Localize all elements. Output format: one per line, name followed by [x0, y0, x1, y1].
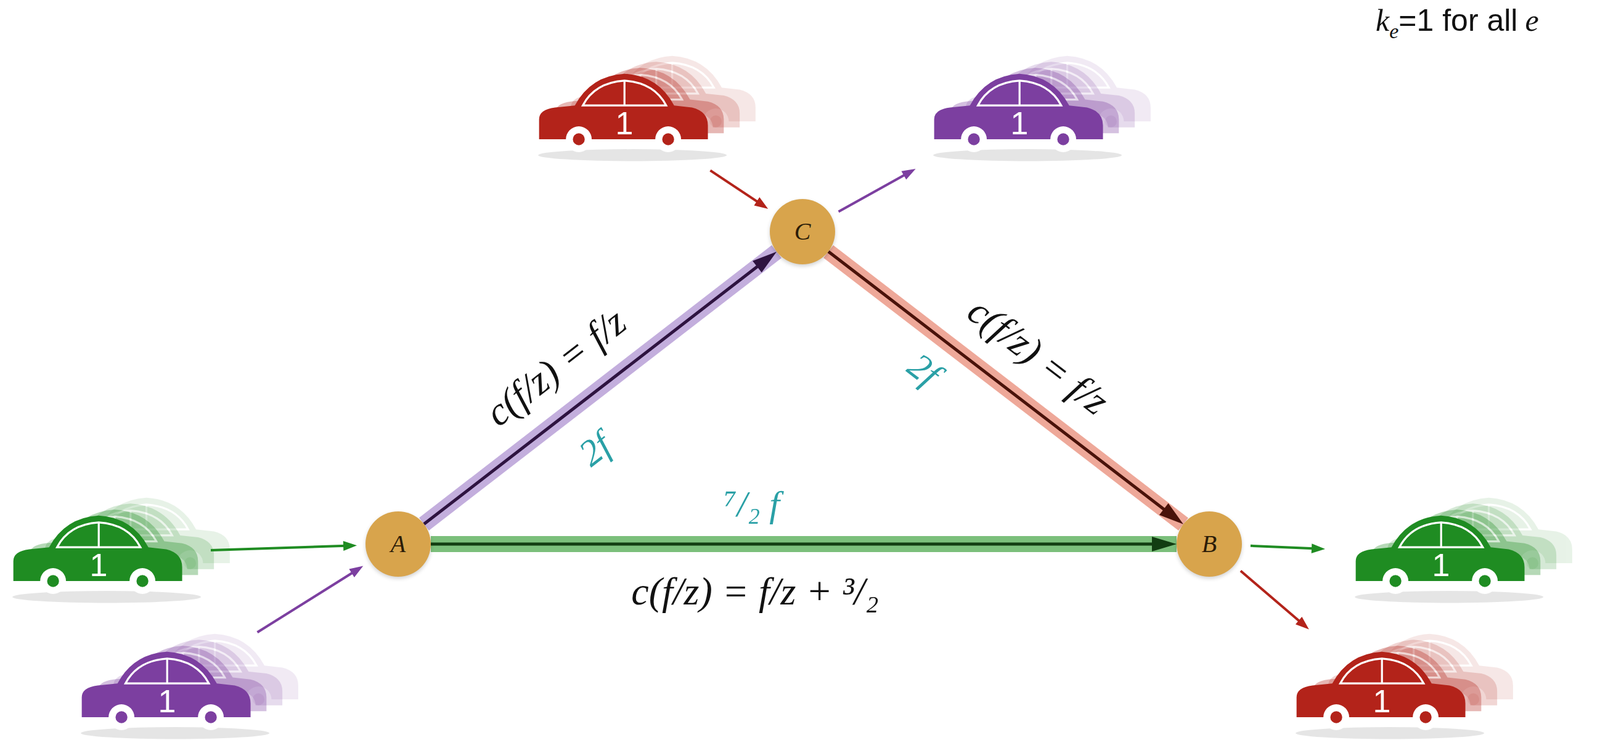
road-arrow	[424, 251, 777, 524]
car-node: 1	[533, 67, 712, 158]
flow-label: ⁷/₂ f	[724, 485, 780, 523]
note-text: k	[1375, 2, 1390, 39]
flow-arrow	[1240, 571, 1310, 630]
junction-circle: B	[1176, 511, 1242, 577]
flow-label: 2f	[571, 425, 618, 473]
road-arrow	[828, 251, 1184, 524]
cost-label: c(f/z) = f/z + ³/₂	[631, 571, 879, 612]
flow-arrow	[710, 170, 768, 209]
car-count: 1	[89, 549, 108, 582]
car-node: 1	[75, 645, 255, 736]
node-letter: C	[794, 219, 812, 245]
car-count: 1	[1010, 107, 1029, 140]
capacity-note: ke=1 for alle	[1375, 2, 1539, 39]
flow-arrow	[257, 566, 364, 633]
car-node: 1	[7, 509, 187, 600]
note-text: e	[1524, 2, 1539, 39]
note-text: =1 for all	[1398, 2, 1518, 39]
node-letter: B	[1201, 531, 1217, 557]
flow-label: 2f	[901, 346, 947, 394]
car-count: 1	[615, 107, 634, 140]
car-node: 1	[1349, 509, 1529, 600]
cost-label: c(f/z) = f/z	[961, 290, 1117, 422]
node-letter: A	[390, 531, 406, 557]
note-text: e	[1389, 19, 1399, 44]
junction-circle: C	[769, 199, 836, 265]
car-count: 1	[1373, 685, 1392, 718]
road-arrow	[430, 536, 1177, 552]
flow-arrow	[210, 541, 357, 552]
cost-label: c(f/z) = f/z	[478, 301, 634, 434]
car-count: 1	[1432, 549, 1451, 582]
car-node: 1	[928, 67, 1107, 158]
flow-arrow	[1250, 543, 1326, 554]
junction-circle: A	[365, 511, 431, 577]
car-count: 1	[158, 685, 177, 718]
flow-arrow	[838, 168, 916, 213]
car-node: 1	[1290, 645, 1470, 736]
